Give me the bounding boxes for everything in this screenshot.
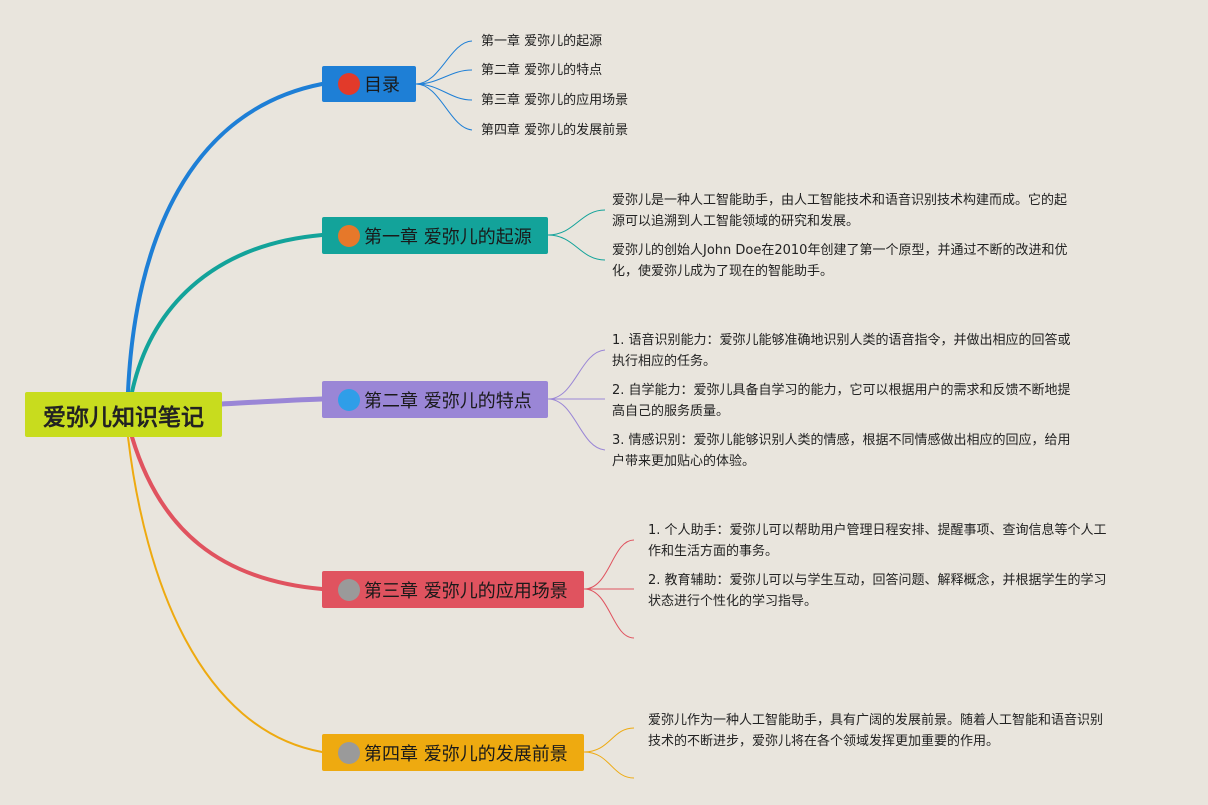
chapter-2-note-3[interactable]: 3. 情感识别：爱弥儿能够识别人类的情感，根据不同情感做出相应的回应，给用 户带… (612, 430, 1071, 472)
number-badge-icon: 3 (338, 388, 360, 411)
note-line: 执行相应的任务。 (612, 354, 717, 369)
branch-chapter-4[interactable]: 5 第四章 爱弥儿的发展前景 (322, 734, 584, 771)
edge-toc-2 (415, 69, 473, 85)
edge-ch3-1 (583, 539, 635, 590)
note-line: 爱弥儿的创始人John Doe在2010年创建了第一个原型，并通过不断的改进和优 (612, 243, 1068, 258)
edge-root-ch3 (130, 435, 324, 591)
edge-toc-4 (415, 83, 473, 131)
note-line: 1. 语音识别能力：爱弥儿能够准确地识别人类的语音指令，并做出相应的回答或 (612, 333, 1071, 348)
edge-ch3-3 (583, 588, 635, 639)
note-line: 2. 自学能力：爱弥儿具备自学习的能力，它可以根据用户的需求和反馈不断地提 (612, 383, 1071, 398)
branch-toc[interactable]: 1 目录 (322, 66, 416, 102)
number-badge-icon: 2 (338, 224, 360, 247)
number-badge-icon: 4 (338, 578, 360, 601)
edge-root-ch2 (219, 396, 325, 407)
toc-item-2[interactable]: 第二章 爱弥儿的特点 (481, 63, 603, 78)
edge-ch1-1 (547, 209, 606, 236)
edge-root-ch1 (130, 233, 324, 394)
root-node[interactable]: 爱弥儿知识笔记 (25, 392, 222, 437)
branch-label: 目录 (364, 75, 400, 96)
note-line: 户带来更加贴心的体验。 (612, 454, 756, 469)
note-line: 爱弥儿是一种人工智能助手，由人工智能技术和语音识别技术构建而成。它的起 (612, 193, 1068, 208)
note-line: 作和生活方面的事务。 (648, 544, 779, 559)
branch-label: 第四章 爱弥儿的发展前景 (364, 743, 568, 765)
note-line: 源可以追溯到人工智能领域的研究和发展。 (612, 214, 860, 229)
chapter-2-note-2[interactable]: 2. 自学能力：爱弥儿具备自学习的能力，它可以根据用户的需求和反馈不断地提 高自… (612, 380, 1071, 422)
branch-label: 第三章 爱弥儿的应用场景 (364, 580, 568, 602)
edge-root-toc (126, 82, 324, 394)
branch-chapter-2[interactable]: 3 第二章 爱弥儿的特点 (322, 381, 548, 418)
number-badge-icon: 1 (338, 73, 360, 95)
chapter-3-note-2[interactable]: 2. 教育辅助：爱弥儿可以与学生互动，回答问题、解释概念，并根据学生的学习 状态… (648, 570, 1107, 612)
chapter-1-note-2[interactable]: 爱弥儿的创始人John Doe在2010年创建了第一个原型，并通过不断的改进和优… (612, 240, 1067, 282)
edge-toc-3 (415, 83, 473, 101)
edge-ch2-1 (547, 349, 606, 400)
note-line: 化，使爱弥儿成为了现在的智能助手。 (612, 264, 834, 279)
edge-ch4-1 (583, 727, 635, 753)
chapter-1-note-1[interactable]: 爱弥儿是一种人工智能助手，由人工智能技术和语音识别技术构建而成。它的起 源可以追… (612, 190, 1067, 232)
edge-toc-1 (415, 40, 473, 85)
branch-chapter-1[interactable]: 2 第一章 爱弥儿的起源 (322, 217, 548, 254)
branch-label: 第二章 爱弥儿的特点 (364, 390, 532, 412)
note-line: 状态进行个性化的学习指导。 (648, 594, 818, 609)
branch-chapter-3[interactable]: 4 第三章 爱弥儿的应用场景 (322, 571, 584, 608)
note-line: 1. 个人助手：爱弥儿可以帮助用户管理日程安排、提醒事项、查询信息等个人工 (648, 523, 1107, 538)
edge-ch4-2 (583, 751, 635, 779)
chapter-4-note-1[interactable]: 爱弥儿作为一种人工智能助手，具有广阔的发展前景。随着人工智能和语音识别 技术的不… (648, 710, 1103, 752)
edge-root-ch4 (127, 436, 323, 753)
toc-item-1[interactable]: 第一章 爱弥儿的起源 (481, 34, 603, 49)
edge-ch1-2 (547, 234, 606, 261)
toc-item-3[interactable]: 第三章 爱弥儿的应用场景 (481, 93, 629, 108)
note-line: 技术的不断进步，爱弥儿将在各个领域发挥更加重要的作用。 (648, 734, 1000, 749)
edge-ch2-3 (547, 398, 606, 451)
note-line: 爱弥儿作为一种人工智能助手，具有广阔的发展前景。随着人工智能和语音识别 (648, 713, 1104, 728)
note-line: 2. 教育辅助：爱弥儿可以与学生互动，回答问题、解释概念，并根据学生的学习 (648, 573, 1107, 588)
chapter-2-note-1[interactable]: 1. 语音识别能力：爱弥儿能够准确地识别人类的语音指令，并做出相应的回答或 执行… (612, 330, 1071, 372)
note-line: 高自己的服务质量。 (612, 404, 730, 419)
number-badge-icon: 5 (338, 741, 360, 764)
root-label: 爱弥儿知识笔记 (43, 404, 204, 431)
toc-item-4[interactable]: 第四章 爱弥儿的发展前景 (481, 123, 629, 138)
note-line: 3. 情感识别：爱弥儿能够识别人类的情感，根据不同情感做出相应的回应，给用 (612, 433, 1071, 448)
chapter-3-note-1[interactable]: 1. 个人助手：爱弥儿可以帮助用户管理日程安排、提醒事项、查询信息等个人工 作和… (648, 520, 1107, 562)
branch-label: 第一章 爱弥儿的起源 (364, 226, 532, 248)
